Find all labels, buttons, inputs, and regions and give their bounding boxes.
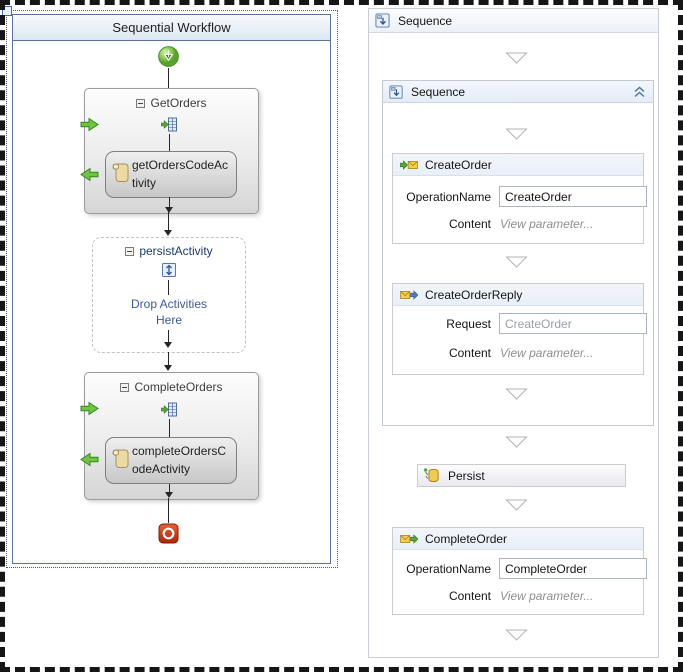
- completeorder-activity[interactable]: CompleteOrder OperationName Content View…: [392, 527, 647, 615]
- activity-title: CompleteOrder: [425, 531, 508, 546]
- createorder-activity[interactable]: CreateOrder OperationName Content View p…: [392, 153, 647, 244]
- createorderreply-header[interactable]: CreateOrderReply: [393, 284, 643, 306]
- connector-arrowhead: [164, 365, 172, 371]
- completeorders-activity[interactable]: CompleteOrders completeOrdersC odeActivi…: [80, 372, 259, 500]
- scroll-icon: [112, 163, 129, 182]
- outer-sequence-header[interactable]: Sequence: [369, 9, 658, 33]
- content-label: Content: [448, 346, 491, 360]
- stop-node-icon: [158, 523, 179, 544]
- operationname-input[interactable]: [499, 186, 647, 207]
- operationname-label: OperationName: [406, 190, 491, 204]
- connector-line: [168, 330, 169, 343]
- persist-db-icon: [423, 468, 439, 483]
- activity-title: CreateOrder: [425, 157, 492, 172]
- sequence-icon: [375, 13, 390, 28]
- view-parameter-link[interactable]: View parameter...: [500, 589, 594, 603]
- scroll-icon: [112, 449, 129, 468]
- code-activity-label: getOrdersCodeAc tivity: [132, 158, 229, 190]
- connector-line: [168, 280, 169, 295]
- completeorder-header[interactable]: CompleteOrder: [393, 528, 643, 550]
- receive-activity-icon: [161, 402, 177, 417]
- connector-arrowhead: [164, 230, 172, 236]
- receive-activity-icon: [161, 117, 177, 132]
- persist-activity[interactable]: persistActivity Drop Activities Here: [92, 237, 246, 353]
- drop-target-triangle[interactable]: [505, 629, 528, 641]
- sendreply-envelope-icon: [400, 289, 418, 300]
- operationname-label: OperationName: [406, 562, 491, 576]
- green-arrow-left-icon: [80, 452, 99, 467]
- code-activity-label: completeOrdersC odeActivity: [132, 444, 227, 476]
- drop-target-triangle[interactable]: [505, 499, 528, 511]
- connector-line: [168, 212, 169, 231]
- code-activity[interactable]: getOrdersCodeAc tivity: [105, 151, 237, 198]
- green-arrow-right-icon: [80, 117, 99, 132]
- green-arrow-right-icon: [80, 401, 99, 416]
- send-envelope-icon: [400, 533, 418, 544]
- request-input[interactable]: [499, 313, 647, 334]
- connector-line: [169, 484, 170, 493]
- start-node-icon: [158, 46, 179, 67]
- sequence-icon: [389, 84, 403, 99]
- createorder-header[interactable]: CreateOrder: [393, 154, 643, 176]
- connector-arrowhead: [164, 342, 172, 348]
- connector-arrowhead: [165, 492, 173, 498]
- green-arrow-left-icon: [80, 167, 99, 182]
- connector-line: [169, 197, 170, 208]
- connector-line: [168, 68, 169, 88]
- collapse-toggle-icon[interactable]: [125, 246, 135, 256]
- activity-title: CreateOrderReply: [425, 287, 523, 302]
- drop-hint: Drop Activities: [130, 297, 208, 311]
- selection-marquee: [6, 10, 338, 568]
- collapse-toggle-icon[interactable]: [120, 382, 130, 392]
- persist-label: Persist: [448, 468, 485, 483]
- code-activity[interactable]: completeOrdersC odeActivity: [105, 437, 237, 484]
- request-label: Request: [446, 317, 491, 331]
- drop-hint: Here: [155, 313, 182, 327]
- drop-target-triangle[interactable]: [505, 128, 528, 140]
- view-parameter-link[interactable]: View parameter...: [500, 217, 594, 231]
- operationname-input[interactable]: [499, 558, 647, 579]
- sequence-title: Sequence: [398, 13, 453, 28]
- collapse-toggle-icon[interactable]: [136, 98, 146, 108]
- connector-line: [169, 419, 170, 437]
- drop-target-triangle[interactable]: [505, 256, 528, 268]
- connector-line: [169, 134, 170, 151]
- view-parameter-link[interactable]: View parameter...: [500, 346, 594, 360]
- connector-line: [168, 498, 169, 523]
- createorderreply-activity[interactable]: CreateOrderReply Request Content View pa…: [392, 283, 647, 375]
- getorders-activity[interactable]: GetOrders getOrdersCodeAc tivity: [80, 88, 259, 214]
- connector-line: [168, 352, 169, 366]
- activity-title: persistActivity: [139, 244, 213, 258]
- selection-handle[interactable]: [2, 6, 12, 16]
- content-label: Content: [448, 589, 491, 603]
- drop-target-triangle[interactable]: [505, 52, 528, 64]
- collapse-chevron-icon[interactable]: [633, 85, 646, 98]
- activity-title: CompleteOrders: [134, 380, 223, 394]
- drop-target-triangle[interactable]: [505, 436, 528, 448]
- content-label: Content: [448, 217, 491, 231]
- inner-sequence-header[interactable]: Sequence: [383, 81, 653, 103]
- persist-icon: [162, 263, 176, 277]
- drop-target-triangle[interactable]: [505, 388, 528, 400]
- connector-arrowhead: [165, 207, 173, 213]
- activity-title: GetOrders: [150, 96, 207, 110]
- workflow-title: Sequential Workflow: [13, 15, 330, 41]
- sequence-title: Sequence: [411, 84, 466, 99]
- persist-bar[interactable]: Persist: [417, 464, 626, 487]
- receive-envelope-icon: [400, 159, 418, 170]
